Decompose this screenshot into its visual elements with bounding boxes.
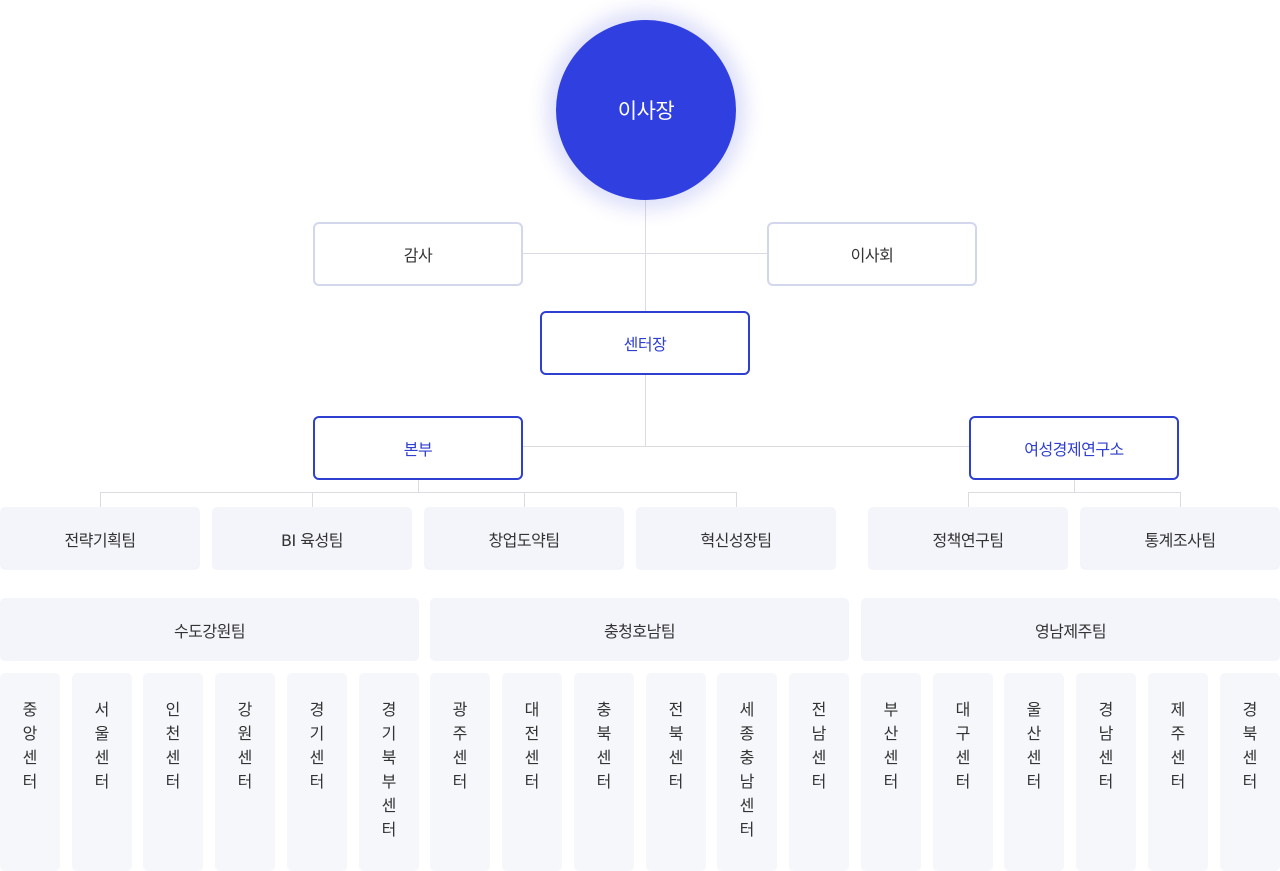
center-node: 제주센터 [1148,673,1208,871]
center-label: 인천센터 [165,700,181,791]
region-team-node: 수도강원팀 [0,598,419,661]
connector-institute-down [1074,479,1075,492]
connector-institute-teams-bar [968,492,1181,493]
hq-node: 본부 [313,416,523,480]
connector-divisions [522,446,970,447]
connector-audit-board [522,253,768,254]
center-node: 광주센터 [430,673,490,871]
region-team-label: 충청호남팀 [603,621,676,641]
center-node: 전북센터 [646,673,706,871]
center-label: 광주센터 [452,700,468,791]
connector-team-4 [736,492,737,508]
center-node: 울산센터 [1004,673,1064,871]
center-node: 전남센터 [789,673,849,871]
chair-label: 이사장 [617,99,675,123]
hq-label: 본부 [403,440,433,459]
center-node: 인천센터 [143,673,203,871]
center-label: 세종충남센터 [739,700,755,839]
center-node: 서울센터 [72,673,132,871]
center-label: 부산센터 [883,700,899,791]
team-node: 혁신성장팀 [636,507,836,570]
center-label: 충북센터 [596,700,612,791]
region-team-label: 영남제주팀 [1034,621,1107,641]
center-node: 경기센터 [287,673,347,871]
center-label: 대전센터 [524,700,540,791]
center-node: 대구센터 [933,673,993,871]
center-node: 경북센터 [1220,673,1280,871]
team-node: BI 육성팀 [212,507,412,570]
team-label: 창업도약팀 [488,530,560,550]
center-label: 제주센터 [1170,700,1186,791]
institute-label: 여성경제연구소 [1024,440,1124,459]
board-node: 이사회 [767,222,977,286]
region-team-node: 충청호남팀 [430,598,849,661]
connector-head-to-divisions [645,374,646,447]
center-label: 강원센터 [237,700,253,791]
team-label: BI 육성팀 [281,530,343,550]
center-label: 전북센터 [668,700,684,791]
center-label: 서울센터 [94,700,110,791]
center-label: 중앙센터 [22,700,38,791]
center-head-node: 센터장 [540,311,750,375]
team-node: 정책연구팀 [868,507,1068,570]
chair-node: 이사장 [556,20,736,200]
board-label: 이사회 [850,246,894,265]
connector-team-2 [312,492,313,508]
center-node: 경남센터 [1076,673,1136,871]
team-node: 통계조사팀 [1080,507,1280,570]
center-label: 전남센터 [811,700,827,791]
center-node: 강원센터 [215,673,275,871]
institute-node: 여성경제연구소 [969,416,1179,480]
center-label: 대구센터 [955,700,971,791]
team-label: 전략기획팀 [64,530,136,550]
connector-hq-teams-bar [100,492,737,493]
center-label: 경기북부센터 [381,700,397,839]
center-label: 울산센터 [1026,700,1042,791]
center-label: 경기센터 [309,700,325,791]
center-node: 경기북부센터 [359,673,419,871]
connector-hq-down [418,479,419,492]
connector-team-3 [524,492,525,508]
center-node: 세종충남센터 [717,673,777,871]
audit-label: 감사 [403,246,433,265]
center-node: 중앙센터 [0,673,60,871]
team-label: 정책연구팀 [932,530,1004,550]
center-label: 경남센터 [1098,700,1114,791]
region-team-node: 영남제주팀 [861,598,1280,661]
connector-chair-to-head [645,200,646,312]
center-node: 부산센터 [861,673,921,871]
connector-team-1 [100,492,101,508]
connector-team-6 [1180,492,1181,508]
connector-team-5 [968,492,969,508]
region-team-label: 수도강원팀 [173,621,246,641]
team-node: 창업도약팀 [424,507,624,570]
center-node: 충북센터 [574,673,634,871]
team-label: 혁신성장팀 [700,530,772,550]
team-node: 전략기획팀 [0,507,200,570]
team-label: 통계조사팀 [1144,530,1216,550]
center-node: 대전센터 [502,673,562,871]
center-head-label: 센터장 [623,335,667,354]
audit-node: 감사 [313,222,523,286]
center-label: 경북센터 [1242,700,1258,791]
